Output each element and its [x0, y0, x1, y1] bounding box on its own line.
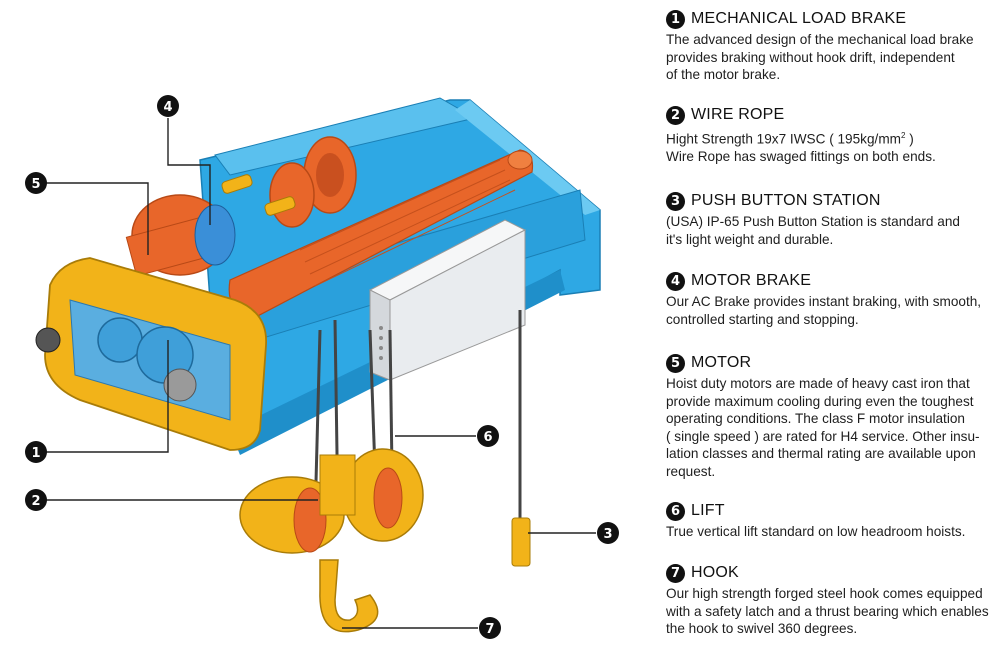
feature-title: PUSH BUTTON STATION [691, 192, 881, 209]
feature-description: The advanced design of the mechanical lo… [666, 32, 974, 82]
svg-text:4: 4 [163, 100, 172, 115]
callout-badge-6: 6 [477, 425, 499, 447]
svg-text:5: 5 [31, 177, 40, 192]
feature-number-badge: 4 [666, 271, 685, 291]
feature-description: Our AC Brake provides instant braking, w… [666, 294, 982, 327]
feature-wire-rope: 2 WIRE ROPE Hight Strength 19x7 IWSC ( 1… [666, 104, 996, 166]
feature-title: WIRE ROPE [691, 106, 785, 123]
feature-description: Hoist duty motors are made of heavy cast… [666, 376, 980, 479]
feature-number-badge: 1 [666, 9, 685, 29]
svg-text:2: 2 [31, 494, 40, 509]
svg-text:1: 1 [31, 446, 40, 461]
svg-text:7: 7 [485, 622, 494, 637]
feature-number-badge: 6 [666, 501, 685, 521]
feature-description: Our high strength forged steel hook come… [666, 586, 989, 636]
callout-badge-4: 4 [157, 95, 179, 117]
feature-title: LIFT [691, 502, 725, 519]
upper-sheaves [221, 136, 357, 228]
callout-lines [46, 118, 596, 629]
hook-block [239, 448, 424, 633]
motor [125, 194, 236, 277]
feature-motor: 5 MOTOR Hoist duty motors are made of he… [666, 352, 996, 480]
callout-badge-5: 5 [25, 172, 47, 194]
callout-badge-1: 1 [25, 441, 47, 463]
hoist-illustration: 4 5 1 2 6 3 7 [25, 95, 619, 639]
feature-description: (USA) IP-65 Push Button Station is stand… [666, 214, 960, 247]
feature-description: True vertical lift standard on low headr… [666, 524, 966, 539]
feature-push-button-station: 3 PUSH BUTTON STATION (USA) IP-65 Push B… [666, 190, 996, 248]
callout-badge-7: 7 [479, 617, 501, 639]
feature-title: MECHANICAL LOAD BRAKE [691, 10, 907, 27]
feature-description: Hight Strength 19x7 IWSC ( 195kg/mm2 ) W… [666, 131, 936, 165]
push-button-pendant [511, 517, 531, 567]
feature-mechanical-load-brake: 1 MECHANICAL LOAD BRAKE The advanced des… [666, 8, 996, 84]
feature-number-badge: 5 [666, 353, 685, 373]
feature-number-badge: 7 [666, 563, 685, 583]
feature-number-badge: 2 [666, 105, 685, 125]
feature-title: MOTOR [691, 354, 752, 371]
feature-number-badge: 3 [666, 191, 685, 211]
feature-title: MOTOR BRAKE [691, 272, 812, 289]
feature-motor-brake: 4 MOTOR BRAKE Our AC Brake provides inst… [666, 270, 996, 328]
control-box [368, 219, 527, 381]
feature-title: HOOK [691, 564, 739, 581]
gear-case [35, 257, 267, 451]
feature-hook: 7 HOOK Our high strength forged steel ho… [666, 562, 996, 638]
svg-text:6: 6 [483, 430, 492, 445]
callout-badge-2: 2 [25, 489, 47, 511]
callout-badge-3: 3 [597, 522, 619, 544]
svg-text:3: 3 [603, 527, 612, 542]
feature-lift: 6 LIFT True vertical lift standard on lo… [666, 500, 996, 541]
